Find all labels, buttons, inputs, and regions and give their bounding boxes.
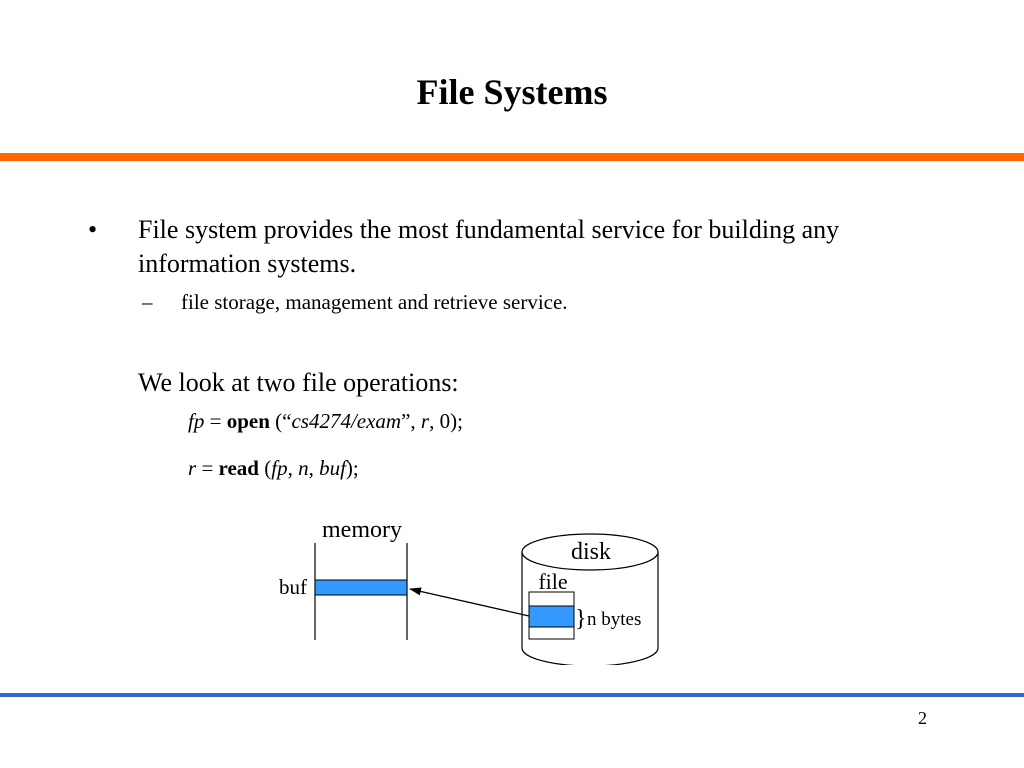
memory-disk-diagram: memory buf disk file } n bytes bbox=[279, 517, 659, 665]
read-function: read bbox=[218, 456, 259, 480]
disk-top bbox=[521, 533, 659, 571]
buf-label: buf bbox=[279, 575, 307, 599]
sub-bullet-text: file storage, management and retrieve se… bbox=[181, 290, 568, 314]
read-call: r = read (fp, n, buf); bbox=[188, 456, 359, 480]
disk-label: disk bbox=[571, 539, 611, 565]
read-arg-n: n bbox=[298, 456, 309, 480]
operations-intro: We look at two file operations: bbox=[138, 368, 459, 397]
bottom-divider bbox=[0, 693, 1024, 697]
memory-buffer bbox=[314, 579, 408, 596]
read-arg-buf: buf bbox=[319, 456, 346, 480]
bullet-text: File system provides the most fundamenta… bbox=[138, 215, 840, 278]
n-bytes-label: n bytes bbox=[587, 609, 641, 630]
sub-bullet-marker: – bbox=[142, 290, 153, 314]
open-path: cs4274/exam bbox=[291, 409, 402, 433]
file-bytes-segment bbox=[528, 605, 575, 628]
memory-label: memory bbox=[322, 517, 402, 543]
page-number: 2 bbox=[918, 708, 927, 728]
open-call: fp = open (“cs4274/exam”, r, 0); bbox=[188, 409, 463, 433]
slide-title: File Systems bbox=[416, 72, 608, 112]
open-result-var: fp bbox=[188, 409, 205, 433]
open-mode: r bbox=[420, 409, 430, 433]
top-divider bbox=[0, 153, 1024, 161]
read-arrow bbox=[409, 587, 530, 617]
read-arg-fp: fp bbox=[271, 456, 288, 480]
file-label: file bbox=[538, 569, 567, 594]
read-result-var: r bbox=[188, 456, 197, 480]
open-function: open bbox=[226, 409, 270, 433]
bullet-marker: • bbox=[88, 215, 98, 244]
bytes-brace: } bbox=[575, 606, 587, 632]
